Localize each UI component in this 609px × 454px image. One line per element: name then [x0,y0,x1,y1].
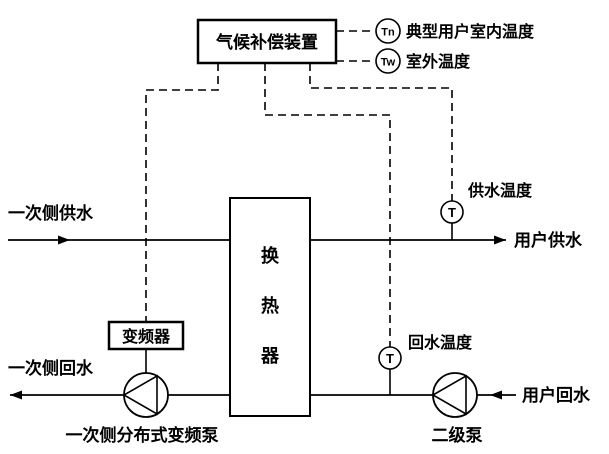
secondary-pump-icon [432,372,478,418]
climate-compensator: 气候补偿装置 [196,18,338,65]
primary-return-label: 一次侧回水 [8,358,94,378]
signal-line-return-sensor [264,63,391,347]
outdoor-temp-sensor-icon [375,48,401,74]
secondary-pump [431,372,478,418]
heat-exchanger-box [229,197,311,417]
supply-temp-sensor: T 供水温度 [440,181,533,240]
return-temp-sensor-icon [378,346,402,370]
return-temp-sensor-symbol: T [386,351,394,366]
heat-exchanger-char-3: 器 [260,346,280,366]
heat-exchanger: 换 热 器 [229,197,311,417]
indoor-temp-sensor-icon [375,18,401,44]
supply-flow-arrow-left [58,235,70,245]
user-return-label: 用户回水 [522,385,591,405]
outdoor-temp-label: 室外温度 [406,52,471,71]
primary-pump-label: 一次侧分布式变频泵 [66,425,219,445]
indoor-temp-sensor: Tn 典型用户室内温度 [375,18,535,44]
outdoor-temp-sensor: Tw 室外温度 [375,48,471,74]
signal-line-inverter [145,63,219,322]
primary-pump [122,372,169,418]
signal-lines [145,30,453,347]
return-flow-arrow-left [10,390,22,400]
primary-pump-impeller [122,374,158,416]
secondary-pump-label: 二级泵 [432,425,483,445]
supply-temp-label: 供水温度 [467,181,533,200]
climate-compensator-label: 气候补偿装置 [215,32,318,52]
heat-exchanger-char-1: 换 [261,245,280,266]
primary-supply-label: 一次侧供水 [8,203,94,223]
user-supply-label: 用户供水 [514,230,583,250]
climate-compensator-box [196,18,338,65]
signal-line-supply-sensor [309,63,453,201]
indoor-temp-sensor-symbol: Tn [381,27,395,39]
inverter-label: 变频器 [122,327,171,346]
indoor-temp-label: 典型用户室内温度 [406,22,535,41]
return-temp-label: 回水温度 [408,333,473,352]
primary-pump-icon [123,372,169,418]
return-temp-sensor: T 回水温度 [378,333,473,395]
supply-temp-sensor-icon [440,200,464,224]
supply-flow-arrow-right [494,235,506,245]
outdoor-temp-sensor-symbol: Tw [381,57,396,69]
supply-temp-sensor-symbol: T [448,205,456,220]
return-flow-arrow-right [490,390,502,400]
inverter: 变频器 [107,320,185,373]
secondary-pump-impeller [431,374,467,416]
heat-exchanger-char-2: 热 [261,295,279,316]
